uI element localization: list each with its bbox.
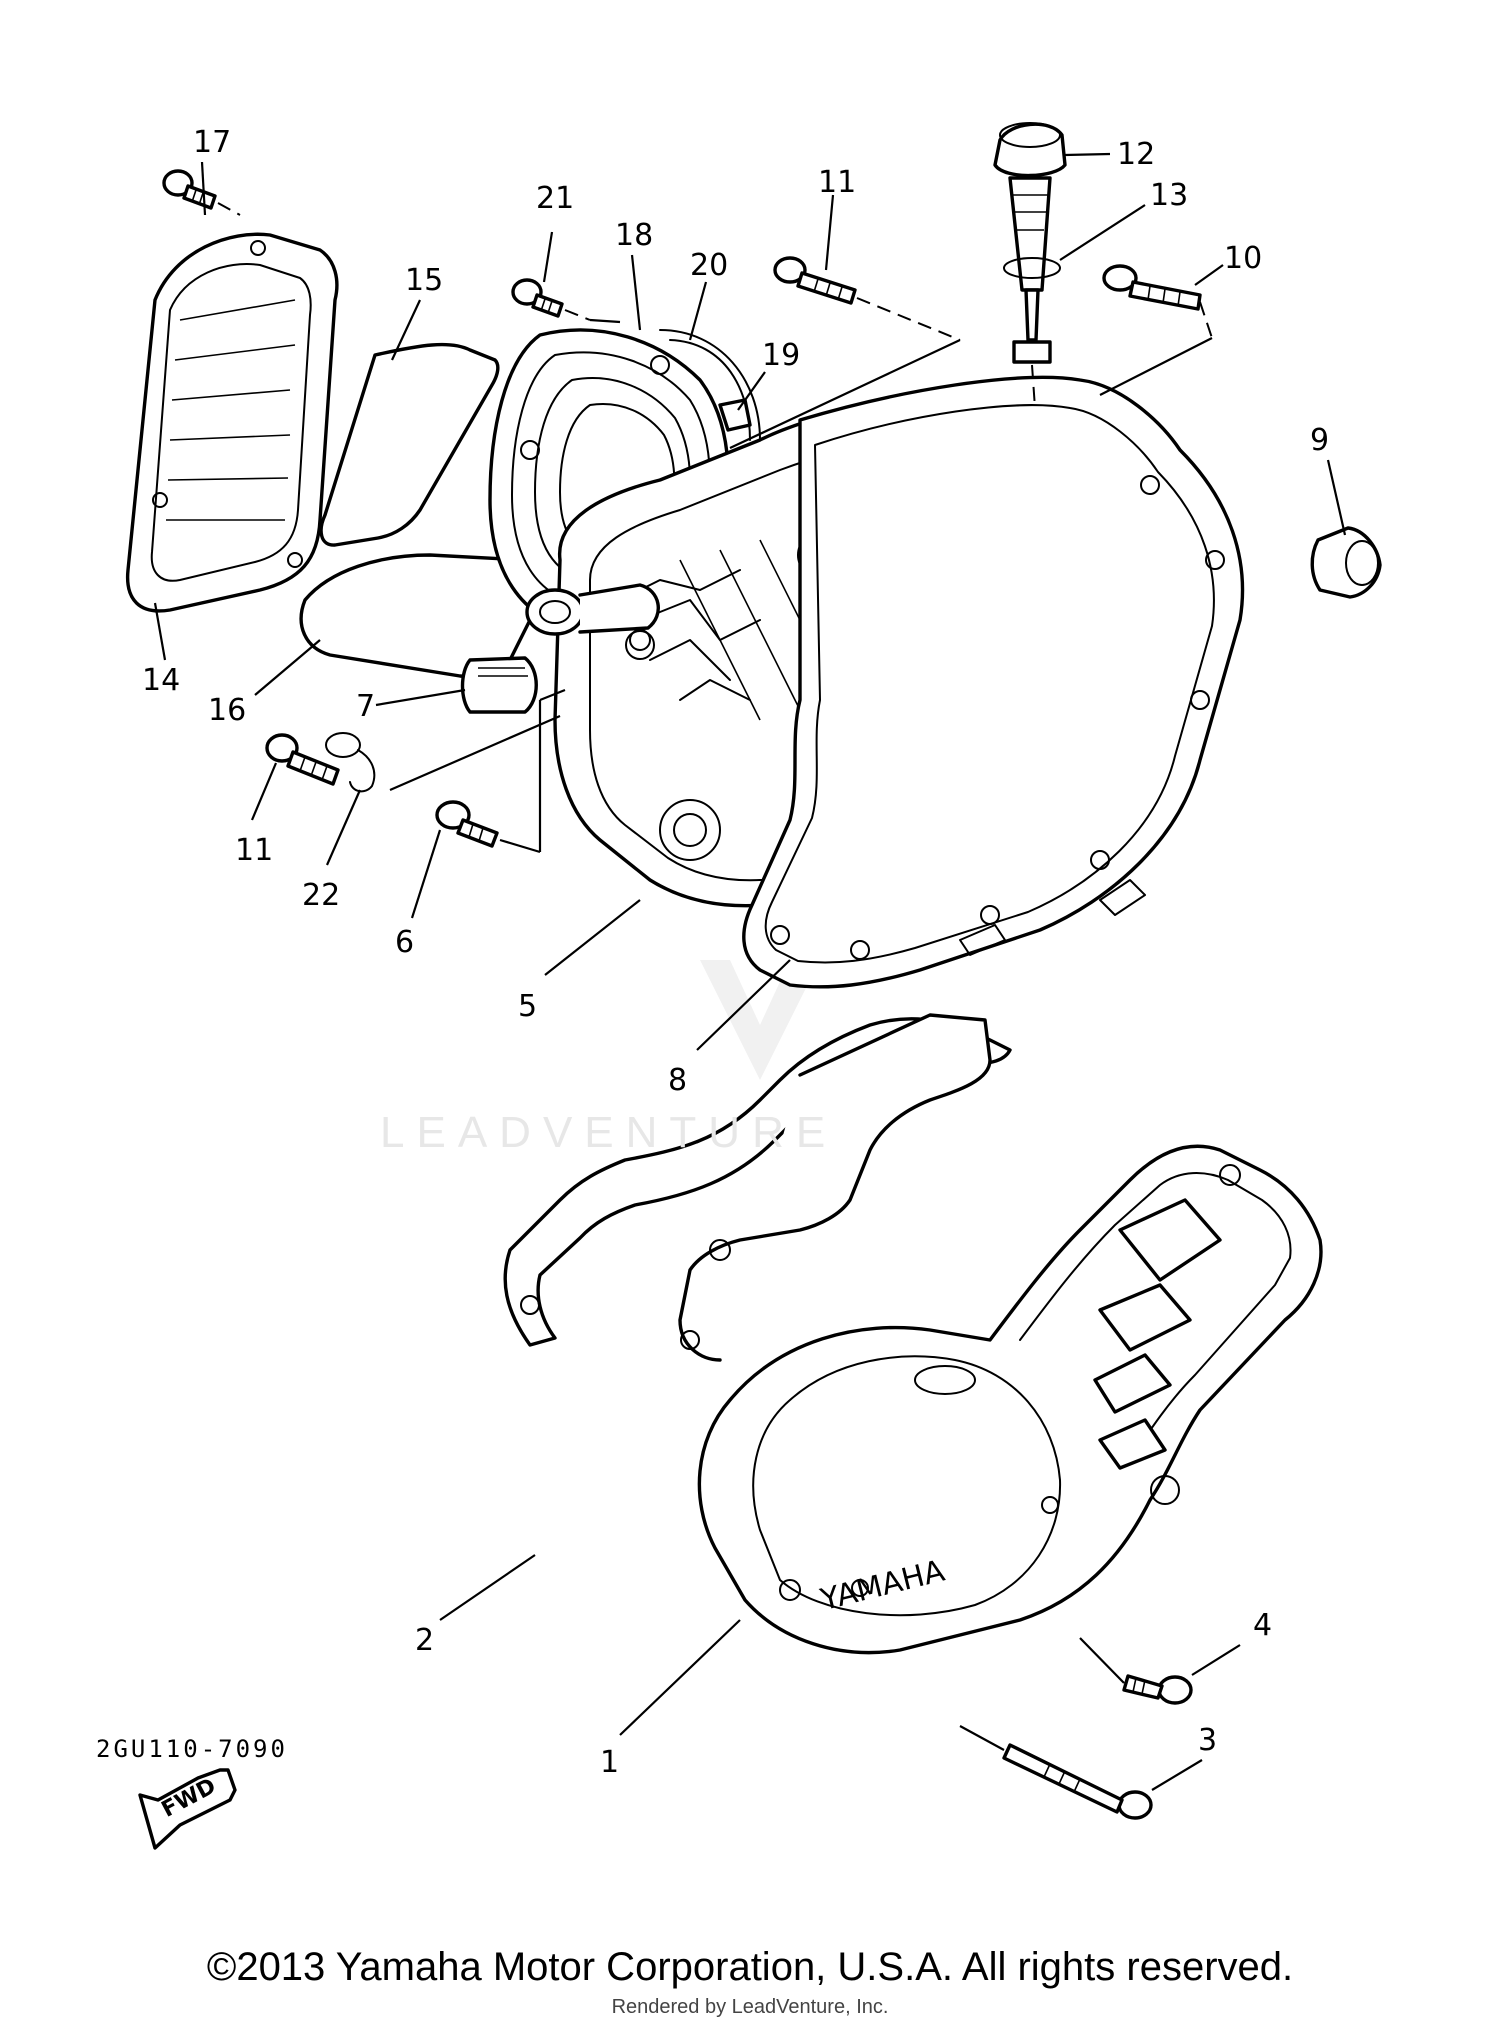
callout-18: 18 <box>615 218 653 253</box>
part-7-grommet <box>460 656 538 714</box>
fwd-arrow: FWD <box>138 1768 237 1850</box>
part-3-bolt <box>959 1725 1153 1820</box>
callout-22: 22 <box>302 878 340 913</box>
callout-labels: 1 2 3 4 5 6 7 8 9 10 11 11 12 13 14 15 1… <box>142 125 1329 1780</box>
callout-13: 13 <box>1150 178 1188 213</box>
part-9-plug <box>1310 526 1382 599</box>
alignment-lines <box>389 297 1213 854</box>
callout-11-upper: 11 <box>818 165 856 200</box>
rendered-by-credit: Rendered by LeadVenture, Inc. <box>611 1996 889 2018</box>
part-14-outer-cover <box>125 232 339 613</box>
callout-19: 19 <box>762 338 800 373</box>
callout-2: 2 <box>415 1623 434 1658</box>
callout-14: 14 <box>142 663 180 698</box>
callout-17: 17 <box>193 125 231 160</box>
part-13-o-ring <box>1003 257 1061 279</box>
part-5-outlet-pipe <box>525 583 660 660</box>
callout-21: 21 <box>536 181 574 216</box>
part-2-gasket <box>503 1013 1012 1362</box>
callout-20: 20 <box>690 248 728 283</box>
part-8-gasket <box>742 375 1245 989</box>
diagram-reference-code: 2GU110-7090 <box>96 1735 288 1763</box>
callout-9: 9 <box>1310 423 1329 458</box>
part-12-oil-cap <box>993 122 1067 364</box>
callout-15: 15 <box>405 263 443 298</box>
part-6-screw <box>435 800 499 848</box>
callout-1: 1 <box>600 1745 619 1780</box>
part-11-bolt-upper <box>773 256 857 305</box>
callout-10: 10 <box>1224 241 1262 276</box>
watermark-logo <box>700 960 820 1080</box>
part-10-bolt <box>1102 264 1202 311</box>
callout-4: 4 <box>1253 1608 1272 1643</box>
leader-lines <box>153 152 1347 1791</box>
part-4-screw <box>1079 1637 1193 1705</box>
callout-7: 7 <box>356 689 375 724</box>
callout-6: 6 <box>395 925 414 960</box>
callout-5: 5 <box>518 989 537 1024</box>
part-1-magneto-cover <box>697 1144 1323 1655</box>
part-22-clip <box>325 732 376 793</box>
part-15-gasket-upper <box>319 342 500 547</box>
callout-12: 12 <box>1117 137 1155 172</box>
copyright-notice: ©2013 Yamaha Motor Corporation, U.S.A. A… <box>206 1945 1294 1989</box>
part-17-screw <box>162 169 241 216</box>
callout-3: 3 <box>1198 1723 1217 1758</box>
part-11-bolt-lower <box>265 733 340 786</box>
part-21-bolt <box>511 278 591 321</box>
callout-16: 16 <box>208 693 246 728</box>
callout-11-lower: 11 <box>235 833 273 868</box>
callout-8: 8 <box>668 1063 687 1098</box>
part-19-clip <box>718 398 752 432</box>
watermark-text: LEADVENTURE <box>380 1108 838 1157</box>
